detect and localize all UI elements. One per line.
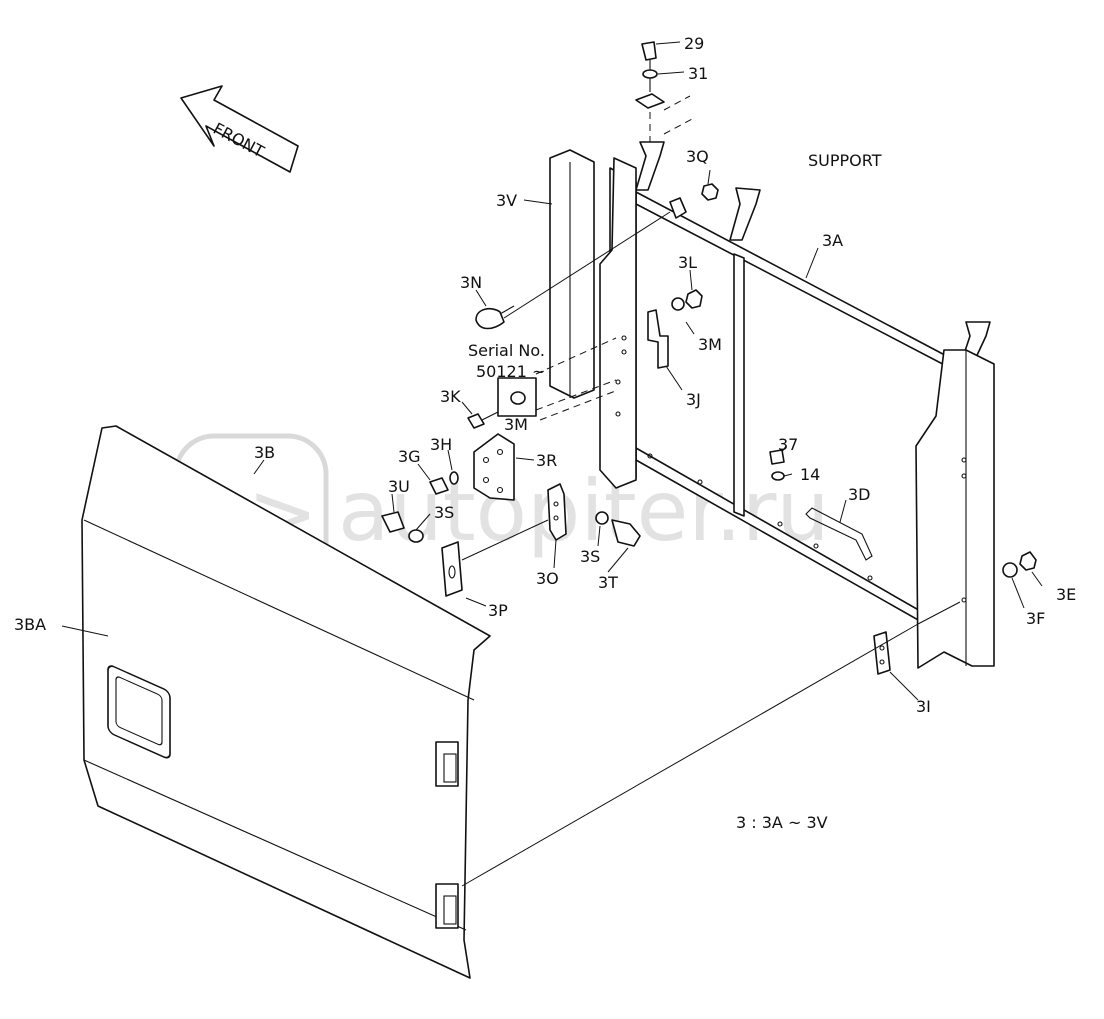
callout-3V: 3V <box>496 191 517 210</box>
callout-3I: 3I <box>916 697 931 716</box>
callout-3L: 3L <box>678 253 697 272</box>
callout-3M-upper: 3M <box>698 335 722 354</box>
callout-3BA: 3BA <box>14 615 46 634</box>
front-arrow: FRONT <box>180 85 299 173</box>
callout-3P: 3P <box>488 601 508 620</box>
callout-3N: 3N <box>460 273 482 292</box>
serial-note-line2: 50121 ~ <box>476 362 545 381</box>
callout-3S-right: 3S <box>580 547 600 566</box>
left-side-panel <box>599 157 637 489</box>
callout-3Q: 3Q <box>686 147 709 166</box>
callout-3S-left: 3S <box>434 503 454 522</box>
callout-3M-inset: 3M <box>504 415 528 434</box>
callout-3K: 3K <box>440 387 461 406</box>
callout-3A: 3A <box>822 231 843 250</box>
callout-3F: 3F <box>1026 609 1045 628</box>
watermark-text: autopiter.ru <box>338 462 830 560</box>
callout-3E: 3E <box>1056 585 1076 604</box>
callout-14: 14 <box>800 465 820 484</box>
callout-leaders <box>61 41 1043 701</box>
callout-3T: 3T <box>598 573 618 592</box>
callout-31: 31 <box>688 64 708 83</box>
door-panel <box>81 425 491 979</box>
callout-3U: 3U <box>388 477 410 496</box>
callout-3G: 3G <box>398 447 421 466</box>
callout-3H: 3H <box>430 435 452 454</box>
support-label: SUPPORT <box>808 151 882 170</box>
callout-3R: 3R <box>536 451 557 470</box>
hardware <box>381 41 1037 887</box>
callout-3J: 3J <box>686 390 701 409</box>
range-note: 3 : 3A ~ 3V <box>736 813 828 832</box>
callout-37: 37 <box>778 435 798 454</box>
callout-3B: 3B <box>254 443 275 462</box>
callout-29: 29 <box>684 34 704 53</box>
callout-labels: 29 31 3Q 3V 3A 3N 3L 3M 3J 3K 3M 3B 3H 3… <box>14 34 1076 716</box>
serial-note-line1: Serial No. <box>468 341 545 360</box>
callout-3D: 3D <box>848 485 871 504</box>
right-side-panel <box>915 349 995 669</box>
callout-3O: 3O <box>536 569 559 588</box>
